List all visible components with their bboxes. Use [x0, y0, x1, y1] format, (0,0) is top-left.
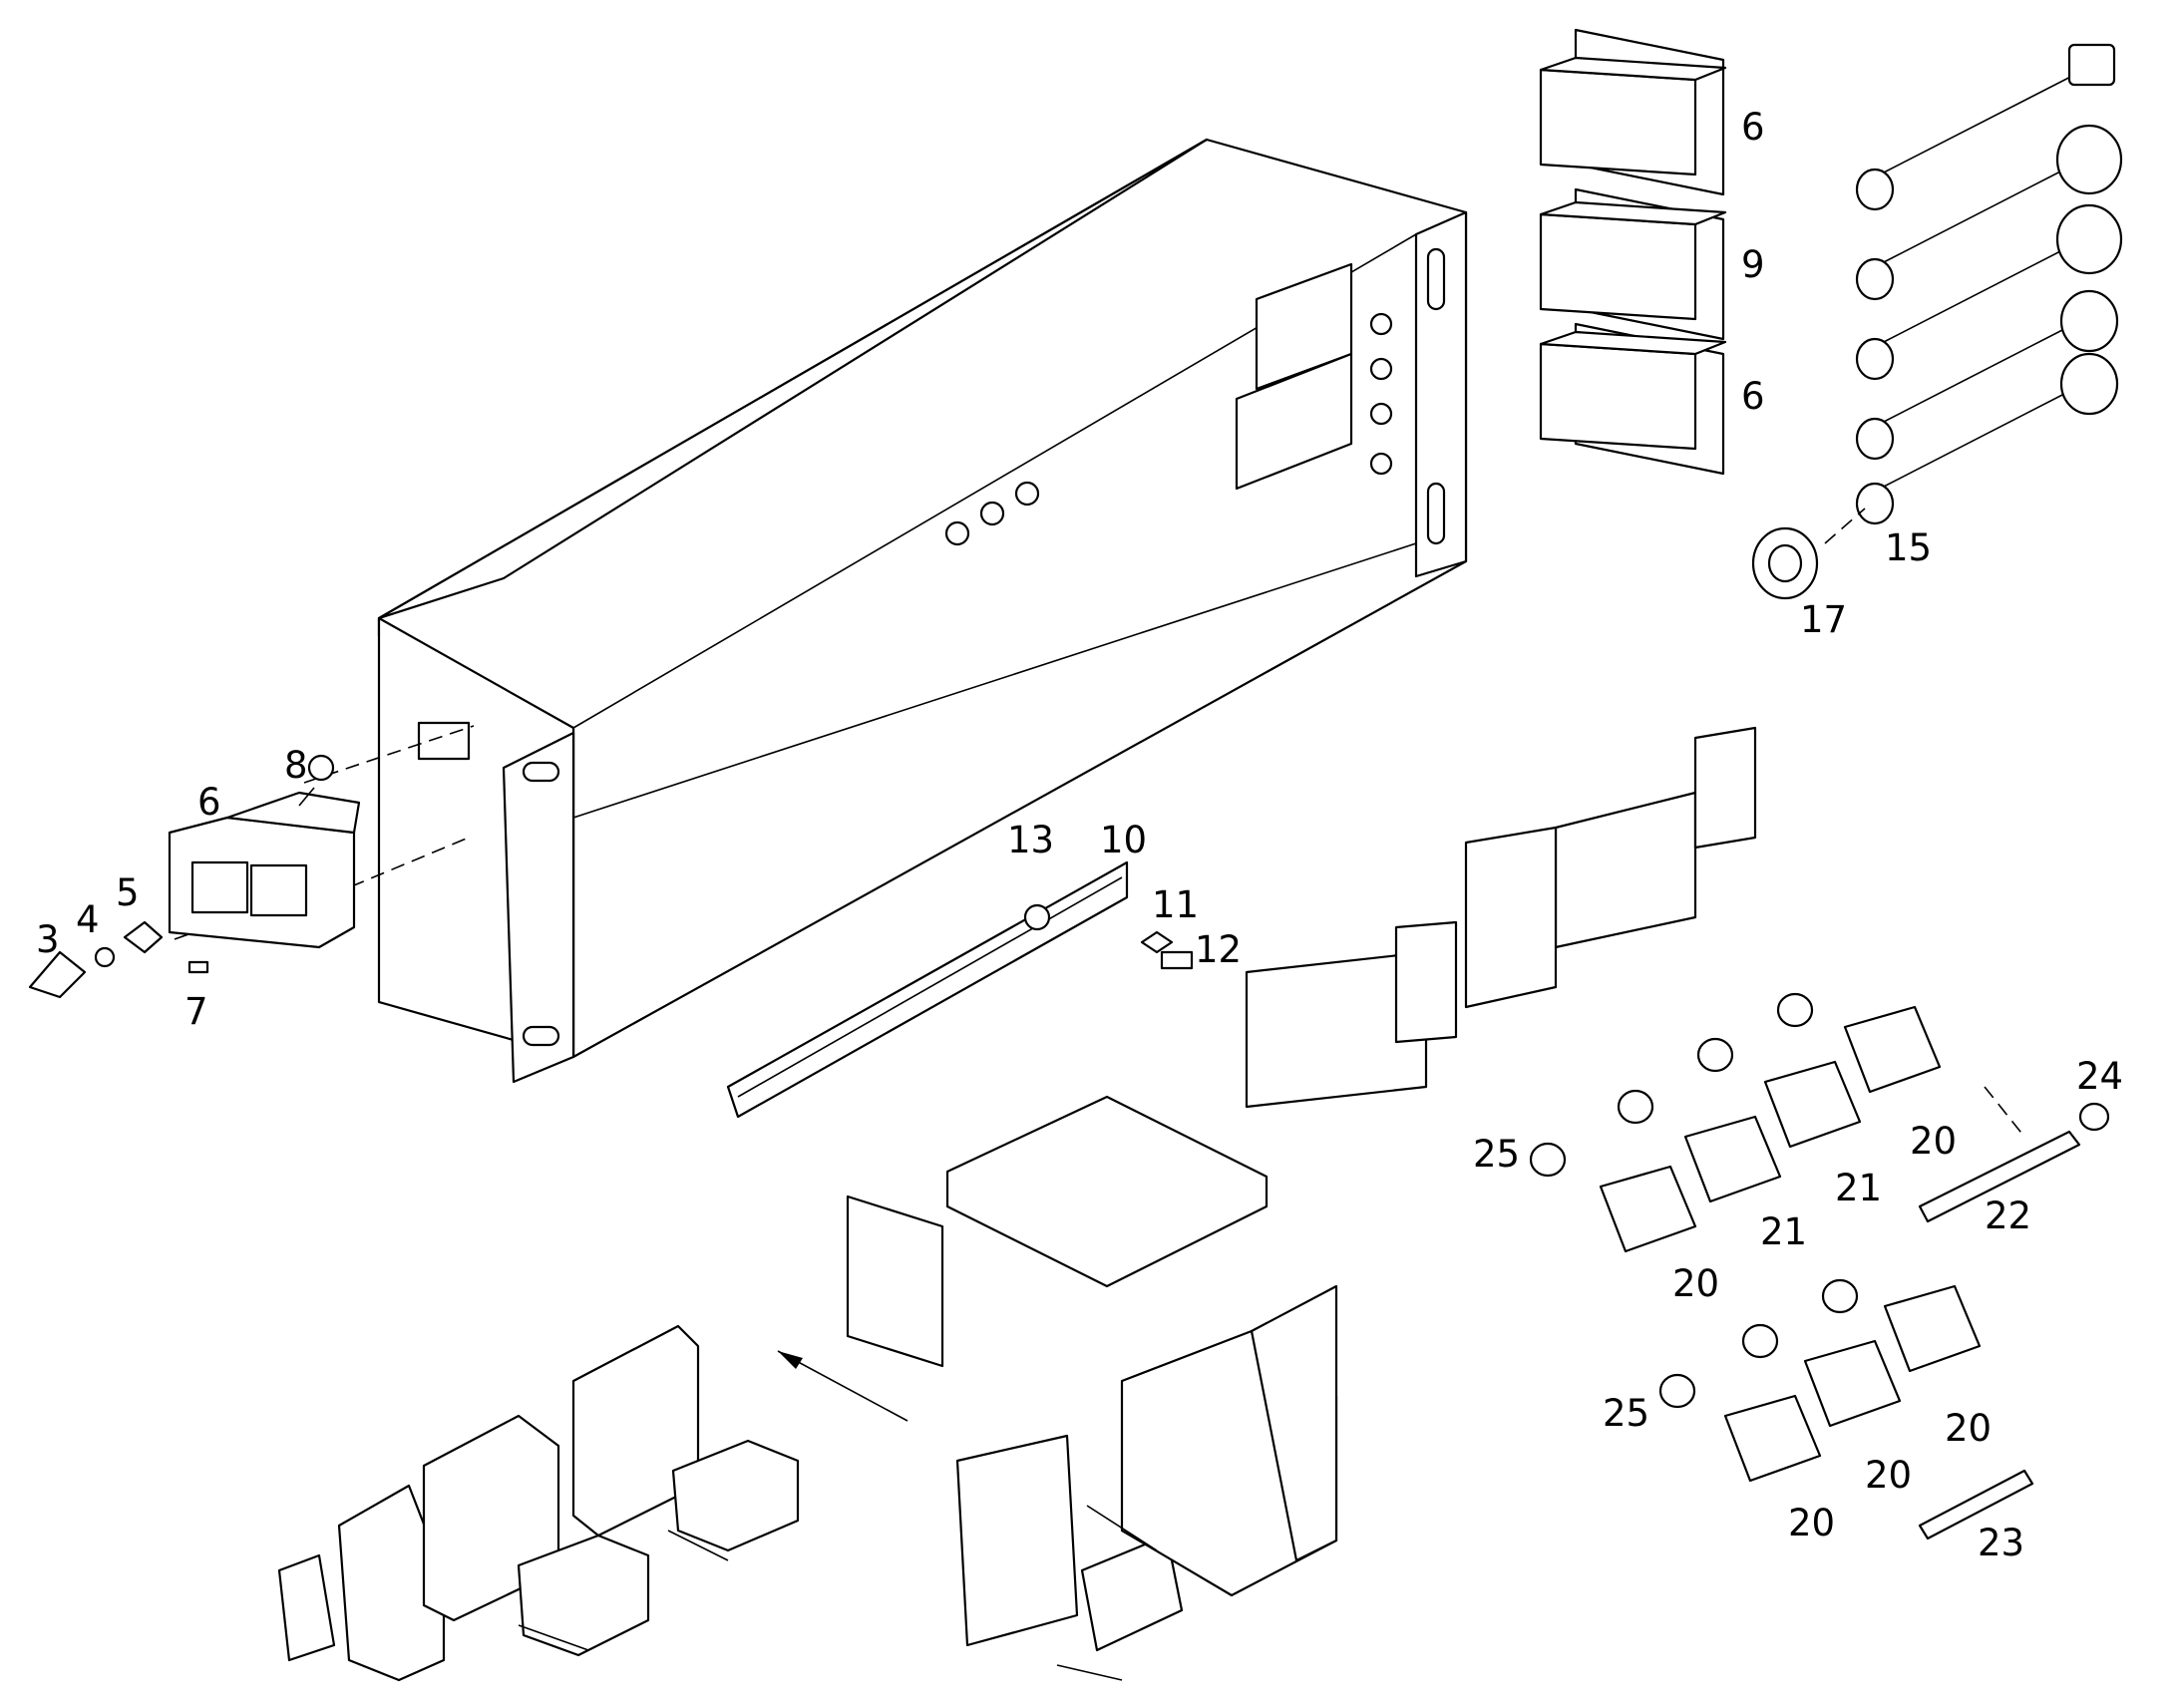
- callout-20-breaker-left: 20: [1672, 1262, 1719, 1305]
- callout-20-breaker-lower-left: 20: [1788, 1502, 1835, 1544]
- callout-5-nut: 5: [116, 871, 140, 914]
- callout-9-connector: 9: [1741, 243, 1765, 286]
- terminal-block-assembly: [846, 726, 1757, 1368]
- callout-25-cap-lower: 25: [1603, 1392, 1649, 1435]
- callout-6-side-connector: 6: [197, 781, 221, 824]
- callout-10-din-rail: 10: [1100, 819, 1147, 861]
- callout-3-screw: 3: [36, 918, 60, 961]
- callout-25-cap-upper: 25: [1473, 1133, 1520, 1176]
- callout-23-bar: 23: [1978, 1522, 2024, 1564]
- callout-15-cable-gland: 15: [1885, 526, 1932, 569]
- callout-labels: 6 9 6 15 17 8 6 3 4 5 7 13 10 11 12 24 2…: [36, 106, 2123, 1564]
- callout-24-screw: 24: [2076, 1055, 2123, 1098]
- callout-20-breaker-lower-right: 20: [1945, 1407, 1992, 1450]
- connector-9: [1539, 187, 1727, 341]
- callout-6-lower-connector: 6: [1741, 375, 1765, 418]
- callout-4-washer: 4: [76, 898, 100, 941]
- connector-6-top: [1539, 28, 1727, 196]
- cable-gland-assembly: [1751, 43, 2123, 600]
- connector-6-bottom: [1539, 322, 1727, 476]
- callout-11-washer: 11: [1152, 883, 1199, 926]
- callout-8-pin: 8: [284, 744, 308, 787]
- circuit-breaker-group-upper: [1529, 992, 2110, 1253]
- callout-13-nut: 13: [1007, 819, 1054, 861]
- side-connector-hardware: [28, 725, 475, 999]
- circuit-breaker-group-lower: [1658, 1278, 2034, 1540]
- callout-22-bar: 22: [1985, 1195, 2031, 1237]
- callout-6-upper-connector: 6: [1741, 106, 1765, 149]
- callout-20-breaker-lower-middle: 20: [1865, 1454, 1912, 1497]
- callout-7-pin: 7: [184, 990, 208, 1033]
- relay-assembly: [277, 1284, 1338, 1682]
- callout-21-breaker-right: 21: [1835, 1167, 1882, 1209]
- callout-21-breaker-left: 21: [1760, 1210, 1807, 1253]
- callout-17-nut: 17: [1800, 598, 1847, 641]
- enclosure-chassis: [377, 138, 1468, 1084]
- din-rail: [726, 860, 1194, 1119]
- callout-20-breaker-upper: 20: [1910, 1120, 1957, 1163]
- callout-12-screw: 12: [1195, 928, 1242, 971]
